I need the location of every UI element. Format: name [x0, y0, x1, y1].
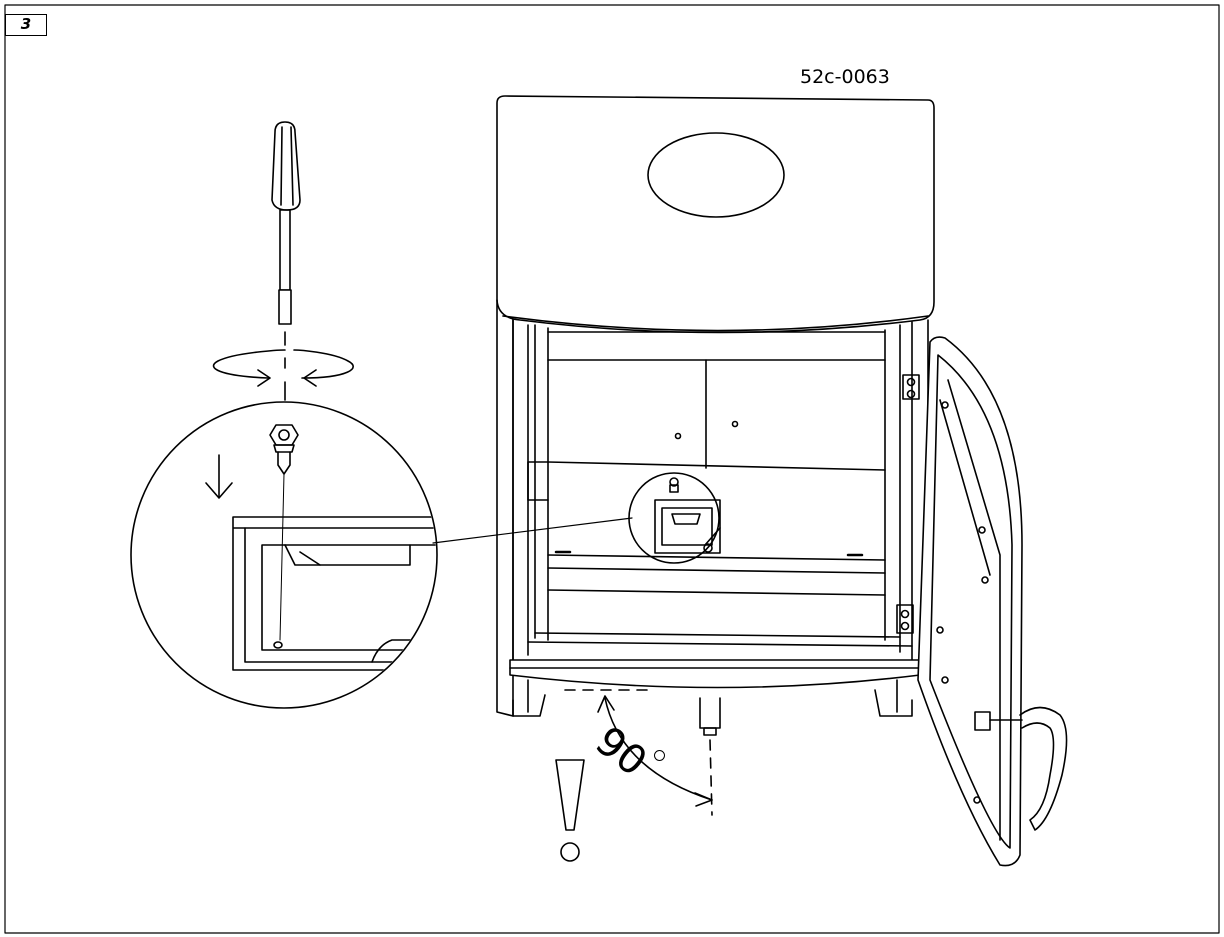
stove-unit — [496, 95, 1068, 867]
bolt-icon — [269, 424, 299, 475]
magnified-detail — [130, 401, 438, 709]
hinge-top — [902, 374, 920, 400]
angle-indicator — [564, 689, 713, 816]
reference-code: 52c-0063 — [800, 66, 890, 88]
arrow-down-icon — [205, 454, 233, 499]
exclamation-icon — [555, 759, 585, 862]
outer-border — [4, 4, 1220, 934]
degree-symbol — [654, 750, 665, 761]
step-number-box — [5, 14, 47, 36]
step-number: 3 — [20, 15, 32, 33]
rotation-arrows-icon — [212, 349, 354, 387]
door-handle — [974, 706, 1068, 831]
door — [917, 336, 1023, 867]
hinge-bottom — [896, 604, 914, 634]
screwdriver-icon — [271, 121, 301, 325]
detail-connector — [432, 517, 633, 544]
